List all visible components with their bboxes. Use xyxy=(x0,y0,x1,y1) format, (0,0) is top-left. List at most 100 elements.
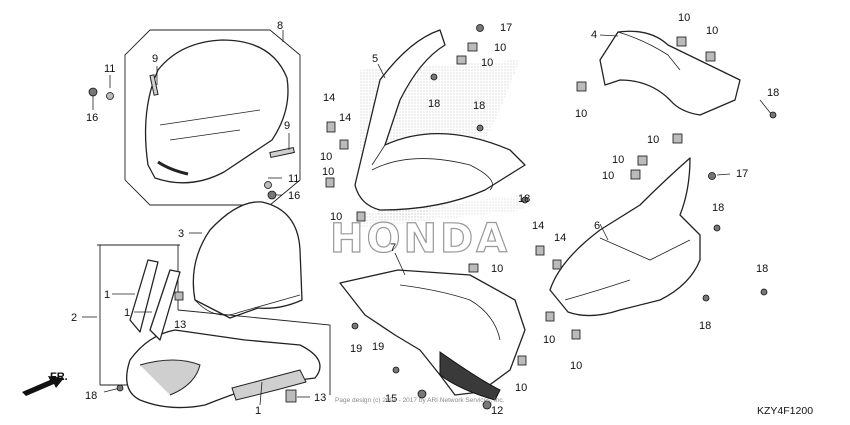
lower-cover xyxy=(339,269,526,396)
callout-10: 10 xyxy=(322,166,334,178)
screw-icon xyxy=(476,24,484,32)
garnish-right xyxy=(149,269,181,341)
washer-icon xyxy=(106,92,114,100)
clip-icon xyxy=(285,389,297,403)
clip-icon xyxy=(630,169,641,180)
windscreen-line xyxy=(159,109,261,126)
garnish-bottom xyxy=(231,369,307,401)
leader-lines xyxy=(82,30,773,406)
part-lower-cover xyxy=(339,269,526,401)
callout-18: 18 xyxy=(712,202,724,214)
windscreen-strip xyxy=(149,74,159,96)
screw-icon xyxy=(116,384,124,392)
callout-14: 14 xyxy=(323,92,335,104)
leader-17b xyxy=(716,173,731,176)
callout-11: 11 xyxy=(288,173,299,185)
callout-11: 11 xyxy=(104,63,115,75)
part-inner-cover xyxy=(354,29,526,211)
clip-icon xyxy=(535,245,545,256)
callout-12: 12 xyxy=(491,405,503,417)
clip-icon xyxy=(339,139,349,150)
callout-10: 10 xyxy=(602,170,614,182)
inner-cover-rib xyxy=(371,144,386,166)
leader-5 xyxy=(377,63,386,79)
callout-10: 10 xyxy=(575,108,587,120)
callout-8: 8 xyxy=(277,20,283,32)
callout-5: 5 xyxy=(372,53,378,65)
upper-cover xyxy=(599,30,741,116)
callout-9: 9 xyxy=(284,120,290,132)
leader-4 xyxy=(599,34,619,37)
callout-13: 13 xyxy=(174,319,186,331)
callout-1: 1 xyxy=(104,289,110,301)
upper-cover-ridge xyxy=(617,31,681,71)
clip-icon xyxy=(705,51,716,62)
copyright-notice: Page design (c) 2004 - 2017 by ARI Netwo… xyxy=(335,397,505,404)
callout-16: 16 xyxy=(86,112,98,124)
screw-icon xyxy=(417,389,427,399)
callout-3: 3 xyxy=(178,228,184,240)
screen xyxy=(192,201,303,319)
part-upper-cover xyxy=(599,30,741,116)
callout-19: 19 xyxy=(372,341,384,353)
callout-10: 10 xyxy=(543,334,555,346)
screw-icon xyxy=(267,190,277,200)
front-cover-bracket xyxy=(97,244,180,386)
windscreen-trim xyxy=(157,160,189,176)
callout-10: 10 xyxy=(494,42,506,54)
callout-14: 14 xyxy=(532,220,544,232)
callout-10: 10 xyxy=(678,12,690,24)
callout-18: 18 xyxy=(756,263,768,275)
front-label: FR. xyxy=(50,371,68,383)
leader-6 xyxy=(599,223,609,241)
clip-icon xyxy=(517,355,527,366)
callout-17: 17 xyxy=(500,22,512,34)
callout-10: 10 xyxy=(612,154,624,166)
screw-icon xyxy=(476,124,484,132)
callout-10: 10 xyxy=(330,211,342,223)
screw-icon xyxy=(88,87,98,97)
washer-icon xyxy=(264,181,272,189)
screw-icon xyxy=(521,196,529,204)
callout-10: 10 xyxy=(570,360,582,372)
windscreen-line xyxy=(169,129,241,141)
part-windscreen xyxy=(124,29,301,206)
garnish-left xyxy=(129,259,159,333)
inner-cover xyxy=(354,29,526,211)
callout-10: 10 xyxy=(481,57,493,69)
clip-icon xyxy=(326,121,336,133)
callout-18: 18 xyxy=(85,390,97,402)
callout-18: 18 xyxy=(518,193,530,205)
callout-14: 14 xyxy=(339,112,351,124)
callout-10: 10 xyxy=(647,134,659,146)
nut-icon xyxy=(174,291,184,301)
callout-9: 9 xyxy=(152,53,158,65)
clip-icon xyxy=(576,81,587,92)
clip-icon xyxy=(672,133,683,144)
clip-icon xyxy=(676,36,687,47)
callout-1: 1 xyxy=(124,307,130,319)
callout-6: 6 xyxy=(594,220,600,232)
callout-labels: 8 9 11 16 9 11 16 3 2 1 1 13 18 13 1 14 … xyxy=(71,12,779,417)
front-cover-inner xyxy=(139,359,201,396)
wing-logo-bar xyxy=(355,195,525,228)
callout-2: 2 xyxy=(71,312,77,324)
clip-icon xyxy=(356,211,366,222)
part-side-cover xyxy=(549,157,701,317)
screw-icon xyxy=(769,111,777,119)
clip-icon xyxy=(467,42,478,52)
side-cover xyxy=(549,157,701,317)
leader-18-upper xyxy=(759,99,773,116)
callout-13: 13 xyxy=(314,392,326,404)
callout-10: 10 xyxy=(320,151,332,163)
watermark-text: HONDA xyxy=(330,216,510,262)
callout-17: 17 xyxy=(736,168,748,180)
part-front-cover xyxy=(97,244,331,409)
callout-4: 4 xyxy=(591,29,597,41)
clip-icon xyxy=(468,263,479,273)
windscreen-bracket xyxy=(124,29,301,206)
screw-icon xyxy=(760,288,768,296)
nut-icon xyxy=(482,400,492,410)
callout-18: 18 xyxy=(699,320,711,332)
leader-7 xyxy=(394,252,406,276)
